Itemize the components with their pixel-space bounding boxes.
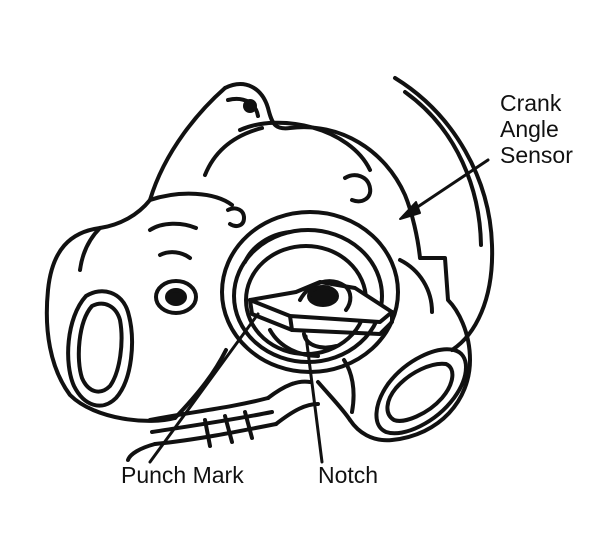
mounting-bolt <box>154 279 198 315</box>
left-mounting-slot <box>66 289 134 408</box>
sensor-housing <box>44 82 472 443</box>
crank-sensor-arrowhead <box>399 201 421 220</box>
punch-mark-leader <box>148 312 260 464</box>
punch-mark-label: Punch Mark <box>121 462 244 488</box>
crank-angle-sensor-label-line-2: Angle <box>500 116 559 142</box>
crank-angle-sensor-label-line-3: Sensor <box>500 142 573 168</box>
crank-angle-sensor-label: Crank Angle Sensor <box>500 90 573 168</box>
crank-angle-sensor-label-line-1: Crank <box>500 90 562 116</box>
notch-leader <box>304 334 324 464</box>
right-mounting-slot <box>374 347 468 436</box>
notch-label: Notch <box>318 462 379 488</box>
housing-lower-edge <box>173 348 356 422</box>
pulley-outline <box>393 76 495 352</box>
leader-lines <box>148 158 490 464</box>
rotor-plate <box>248 279 394 358</box>
wiring-harness <box>126 379 320 462</box>
